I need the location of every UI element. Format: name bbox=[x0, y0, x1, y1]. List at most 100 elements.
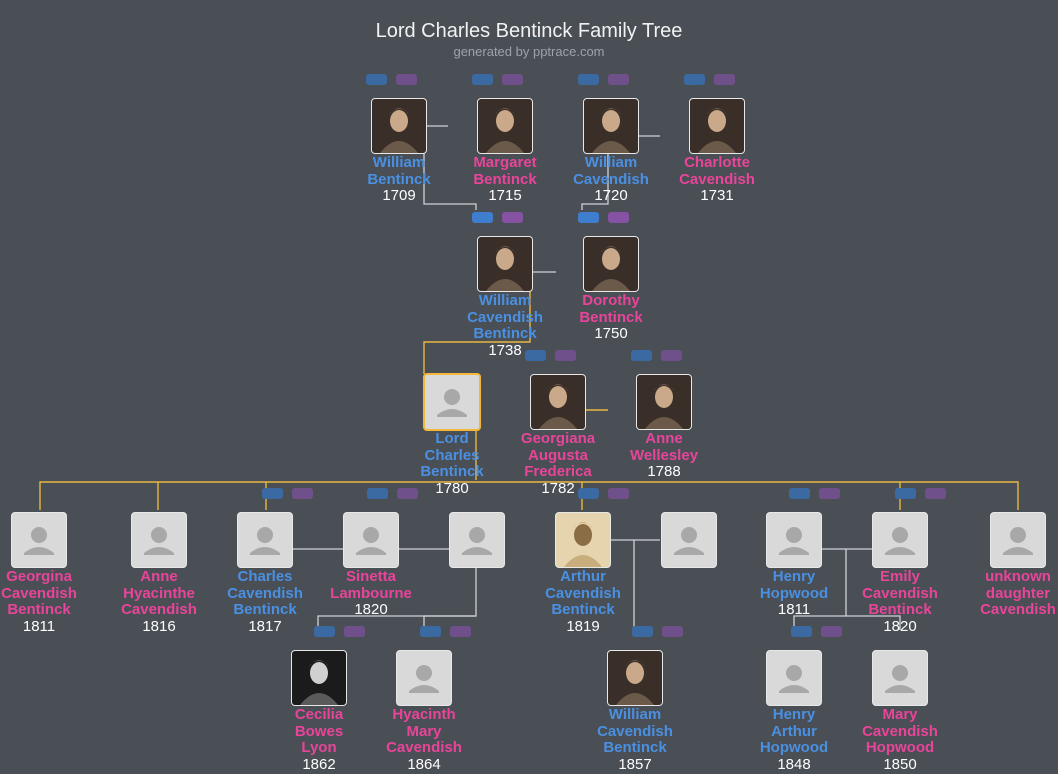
avatar-placeholder-icon[interactable] bbox=[766, 650, 822, 706]
avatar-placeholder-icon[interactable] bbox=[661, 512, 717, 568]
expand-relatives-button[interactable] bbox=[292, 488, 313, 499]
expand-parents-button[interactable] bbox=[895, 488, 916, 499]
person-birth-year: 1817 bbox=[248, 617, 282, 635]
expand-relatives-button[interactable] bbox=[608, 74, 629, 85]
expand-relatives-button[interactable] bbox=[555, 350, 576, 361]
person-name-line: Bentinck bbox=[7, 601, 71, 618]
expand-relatives-button[interactable] bbox=[502, 212, 523, 223]
avatar-placeholder-icon[interactable] bbox=[343, 512, 399, 568]
portrait-photo[interactable] bbox=[583, 236, 639, 292]
expand-relatives-button[interactable] bbox=[608, 488, 629, 499]
expand-parents-button[interactable] bbox=[789, 488, 810, 499]
expand-parents-button[interactable] bbox=[420, 626, 441, 637]
portrait-photo[interactable] bbox=[291, 650, 347, 706]
expand-relatives-button[interactable] bbox=[714, 74, 735, 85]
portrait-photo[interactable] bbox=[607, 650, 663, 706]
expand-parents-button[interactable] bbox=[578, 212, 599, 223]
avatar-placeholder-icon[interactable] bbox=[872, 650, 928, 706]
portrait-photo[interactable] bbox=[530, 374, 586, 430]
avatar-placeholder-icon[interactable] bbox=[131, 512, 187, 568]
avatar-placeholder-icon[interactable] bbox=[990, 512, 1046, 568]
expand-relatives-button[interactable] bbox=[925, 488, 946, 499]
person-birth-year: 1715 bbox=[488, 187, 522, 204]
expand-relatives-button[interactable] bbox=[344, 626, 365, 637]
expand-relatives-button[interactable] bbox=[821, 626, 842, 637]
expand-parents-button[interactable] bbox=[367, 488, 388, 499]
person-name-line: Charlotte bbox=[684, 154, 750, 171]
expand-parents-button[interactable] bbox=[366, 74, 387, 85]
expand-relatives-button[interactable] bbox=[397, 488, 418, 499]
expand-relatives-button[interactable] bbox=[608, 212, 629, 223]
portrait-photo[interactable] bbox=[555, 512, 611, 568]
portrait-photo[interactable] bbox=[583, 98, 639, 154]
avatar-placeholder-icon[interactable] bbox=[11, 512, 67, 568]
expand-parents-button[interactable] bbox=[262, 488, 283, 499]
person-birth-year: 1780 bbox=[435, 479, 469, 497]
person-name-line: unknown bbox=[985, 568, 1051, 585]
portrait-photo[interactable] bbox=[477, 236, 533, 292]
expand-parents-button[interactable] bbox=[472, 212, 493, 223]
expand-parents-button[interactable] bbox=[525, 350, 546, 361]
expand-relatives-button[interactable] bbox=[396, 74, 417, 85]
portrait-photo[interactable] bbox=[689, 98, 745, 154]
avatar-placeholder-icon[interactable] bbox=[872, 512, 928, 568]
avatar-placeholder-icon[interactable] bbox=[396, 650, 452, 706]
person-birth-year: 1782 bbox=[541, 479, 575, 497]
portrait-photo[interactable] bbox=[636, 374, 692, 430]
person-name-line: Anne bbox=[645, 430, 683, 447]
person-name-line: Cavendish bbox=[679, 170, 755, 188]
person-name-line: Henry bbox=[772, 568, 816, 585]
expand-parents-button[interactable] bbox=[791, 626, 812, 637]
expand-relatives-button[interactable] bbox=[502, 74, 523, 85]
avatar-placeholder-icon[interactable] bbox=[449, 512, 505, 568]
avatar-placeholder-icon[interactable] bbox=[766, 512, 822, 568]
expand-parents-button[interactable] bbox=[684, 74, 705, 85]
person-birth-year: 1788 bbox=[647, 463, 681, 480]
avatar-placeholder-icon[interactable] bbox=[237, 512, 293, 568]
expand-relatives-button[interactable] bbox=[662, 626, 683, 637]
person-birth-year: 1738 bbox=[488, 341, 522, 359]
person-name-line: Frederica bbox=[524, 463, 592, 480]
person-name-line: Anne bbox=[140, 568, 178, 585]
person-birth-year: 1862 bbox=[302, 755, 336, 773]
expand-relatives-button[interactable] bbox=[661, 350, 682, 361]
expand-parents-button[interactable] bbox=[632, 626, 653, 637]
expand-relatives-button[interactable] bbox=[819, 488, 840, 499]
person-name-line: Bentinck bbox=[420, 463, 484, 480]
expand-parents-button[interactable] bbox=[578, 488, 599, 499]
person-name-line: Cavendish bbox=[121, 601, 197, 618]
portrait-photo[interactable] bbox=[477, 98, 533, 154]
expand-parents-button[interactable] bbox=[631, 350, 652, 361]
portrait-photo[interactable] bbox=[371, 98, 427, 154]
person-name-line: Bentinck bbox=[233, 601, 297, 618]
person-name-line: Lord bbox=[435, 430, 469, 447]
person-name-line: Bowes bbox=[294, 722, 344, 740]
expand-relatives-button[interactable] bbox=[450, 626, 471, 637]
expand-parents-button[interactable] bbox=[314, 626, 335, 637]
expand-parents-button[interactable] bbox=[578, 74, 599, 85]
expand-parents-button[interactable] bbox=[472, 74, 493, 85]
avatar-placeholder-icon[interactable] bbox=[423, 373, 481, 431]
